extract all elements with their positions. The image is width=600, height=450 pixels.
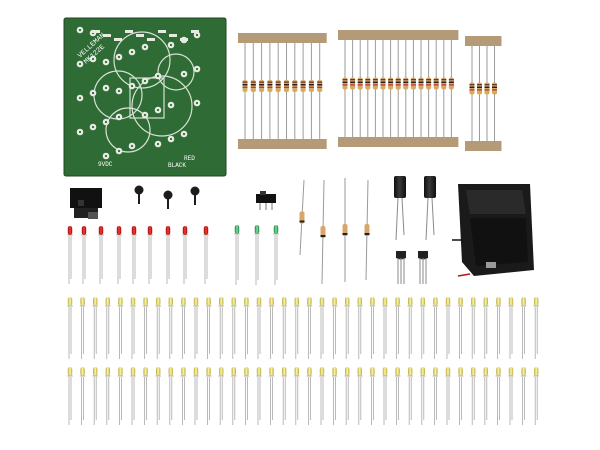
red-leds [67, 226, 209, 284]
battery-holder [452, 184, 534, 277]
screws [134, 185, 200, 209]
electrolytic-capacitors [394, 176, 436, 241]
transistors [396, 251, 428, 284]
pcb-power-label: 9VDC [98, 161, 113, 168]
slide-switch [256, 191, 276, 210]
dc-power-jack [70, 188, 102, 219]
circuit-board: VELLEMAN MK122E 9VDC BLACK RED [63, 17, 227, 177]
yellow-leds [67, 297, 539, 425]
pcb-black-label: BLACK [168, 162, 186, 169]
green-leds [234, 225, 279, 285]
pcb-red-label: RED [184, 155, 195, 162]
diodes [299, 178, 370, 285]
resistor-strip [238, 30, 502, 151]
